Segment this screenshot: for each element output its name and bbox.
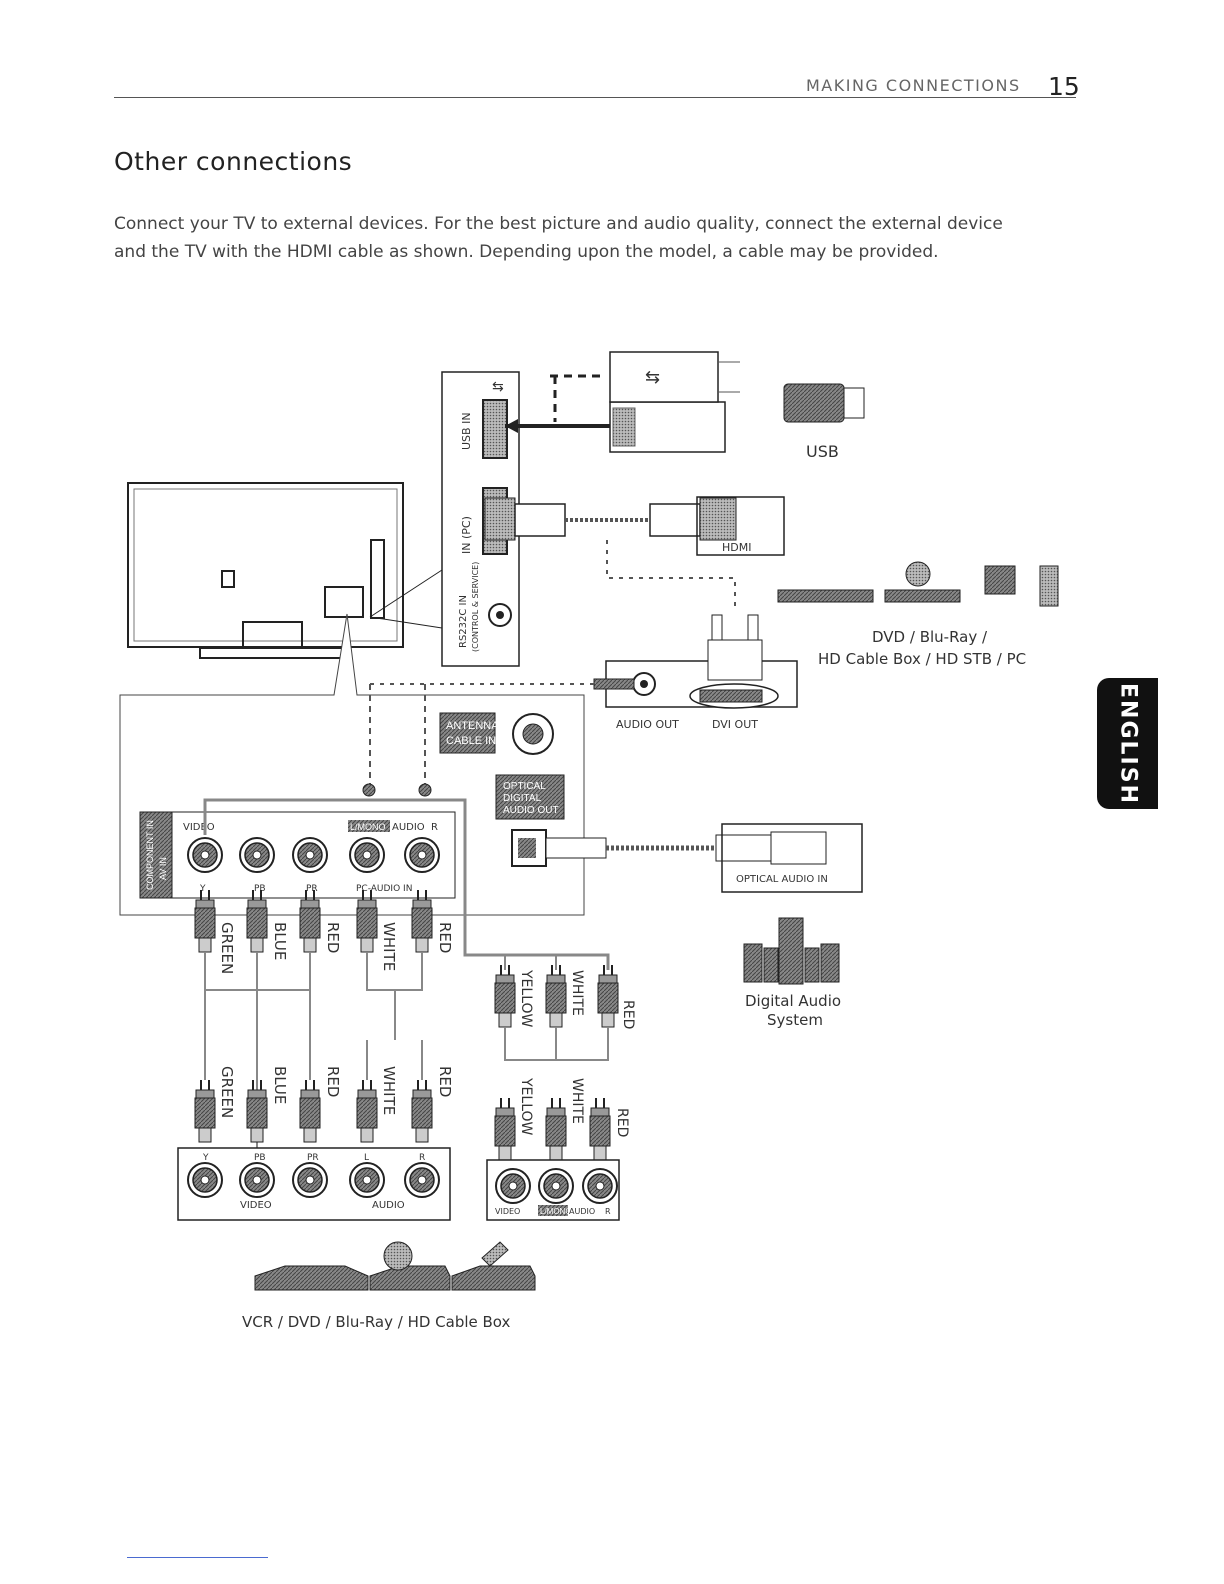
language-tab: ENGLISH	[1097, 678, 1158, 809]
video-port-label: VIDEO	[183, 822, 215, 833]
optical-audio-in: OPTICAL AUDIO IN	[715, 823, 863, 893]
src-y-label: Y	[202, 1153, 209, 1163]
optical-label-1: OPTICAL	[503, 781, 546, 792]
optical-label-2: DIGITAL	[503, 793, 542, 804]
cable-white-label-2: WHITE	[380, 1066, 398, 1115]
y-port-label: Y	[199, 884, 206, 894]
antenna-label-1: ANTENNA/	[446, 720, 503, 732]
pb-port-label: PB	[254, 884, 266, 894]
cable-red-label-6: RED	[614, 1108, 630, 1137]
src-pb-label: PB	[254, 1153, 266, 1163]
cable-red-label-3: RED	[324, 1066, 342, 1097]
rs232c-sub-label: (CONTROL & SERVICE)	[471, 562, 480, 652]
pc-audio-label: PC-AUDIO IN	[356, 884, 412, 894]
digital-audio-label-2: System	[767, 1011, 823, 1029]
cable-green-label: GREEN	[218, 922, 236, 974]
dvi-audio-box: AUDIO OUT DVI OUT	[370, 614, 798, 731]
cable-white-label-4: WHITE	[569, 1078, 585, 1124]
src-l-label: L	[364, 1153, 369, 1163]
header-section-title: MAKING CONNECTIONS	[806, 76, 1021, 95]
cable-red-label-5: RED	[620, 1000, 636, 1029]
cable-red-label-4: RED	[436, 1066, 454, 1097]
hdmi-in-label: IN (PC)	[460, 516, 473, 554]
av-video-label: VIDEO	[495, 1207, 520, 1216]
intro-line-2: and the TV with the HDMI cable as shown.…	[114, 242, 939, 262]
digital-audio-system: Digital Audio System	[743, 917, 841, 1029]
tv-illustration	[127, 482, 443, 659]
usb-connection: ⇆ USB	[505, 351, 865, 461]
hdmi-device-label: HDMI	[722, 541, 751, 554]
bottom-devices: VCR / DVD / Blu-Ray / HD Cable Box	[242, 1241, 536, 1331]
cable-yellow-label-1: YELLOW	[518, 969, 534, 1028]
pc-devices-line-2: HD Cable Box / HD STB / PC	[818, 650, 1026, 668]
src-pr-label: PR	[307, 1153, 319, 1163]
svg-text:⇆: ⇆	[645, 367, 660, 388]
cable-red-label-1: RED	[324, 922, 342, 953]
footer-rule	[127, 1557, 268, 1558]
src-video-label: VIDEO	[240, 1200, 272, 1211]
component-cables: GREEN BLUE RED WHITE RED GREEN BLUE RED …	[194, 889, 454, 1160]
bottom-devices-label: VCR / DVD / Blu-Ray / HD Cable Box	[242, 1313, 511, 1331]
digital-audio-label-1: Digital Audio	[745, 992, 841, 1010]
pc-devices-line-1: DVD / Blu-Ray /	[872, 628, 988, 646]
antenna-label-2: CABLE IN	[446, 735, 496, 747]
intro-text: Connect your TV to external devices. For…	[114, 210, 1094, 266]
hdmi-connection: HDMI	[484, 496, 785, 612]
audio-out-label: AUDIO OUT	[616, 718, 679, 731]
usb-in-label: USB IN	[460, 412, 473, 450]
cable-green-label-2: GREEN	[218, 1066, 236, 1118]
cable-white-label-3: WHITE	[569, 970, 585, 1016]
cable-red-label-2: RED	[436, 922, 454, 953]
cable-blue-label-2: BLUE	[271, 1066, 289, 1104]
av-audio-label: AUDIO	[569, 1207, 595, 1216]
av-mono-label: L/MONO	[540, 1207, 572, 1216]
src-r-label: R	[419, 1153, 425, 1163]
cable-blue-label: BLUE	[271, 922, 289, 960]
tv-rear-panel: ANTENNA/ CABLE IN OPTICAL DIGITAL AUDIO …	[119, 613, 716, 970]
optical-in-label: OPTICAL AUDIO IN	[736, 874, 828, 885]
header-rule	[114, 97, 1076, 98]
rs232c-label: RS232C IN	[458, 595, 469, 648]
pc-devices: DVD / Blu-Ray / HD Cable Box / HD STB / …	[777, 561, 1059, 668]
page-title: Other connections	[114, 147, 353, 176]
mono-port-label: L/MONO	[350, 822, 386, 832]
optical-label-3: AUDIO OUT	[503, 805, 559, 816]
dvi-out-label: DVI OUT	[712, 718, 758, 731]
av-cables: YELLOW WHITE RED YELLOW WHITE RED	[490, 954, 636, 1161]
page-number: 15	[1048, 72, 1080, 101]
component-label: COMPONENT IN	[145, 820, 155, 890]
audio-port-label: AUDIO	[392, 822, 425, 833]
usb-device-label: USB	[806, 442, 839, 461]
av-r-label: R	[605, 1207, 611, 1216]
av-in-label: AV IN	[158, 857, 168, 880]
intro-line-1: Connect your TV to external devices. For…	[114, 214, 1003, 234]
svg-text:⇆: ⇆	[492, 379, 504, 395]
cable-yellow-label-2: YELLOW	[518, 1077, 534, 1136]
pr-port-label: PR	[306, 884, 318, 894]
r-port-label: R	[431, 822, 438, 833]
cable-white-label-1: WHITE	[380, 922, 398, 971]
src-audio-label: AUDIO	[372, 1200, 405, 1211]
source-component-panel: Y PB PR L R VIDEO AUDIO	[177, 1147, 451, 1221]
av-source-panel: VIDEO L/MONO AUDIO R	[486, 1159, 620, 1221]
